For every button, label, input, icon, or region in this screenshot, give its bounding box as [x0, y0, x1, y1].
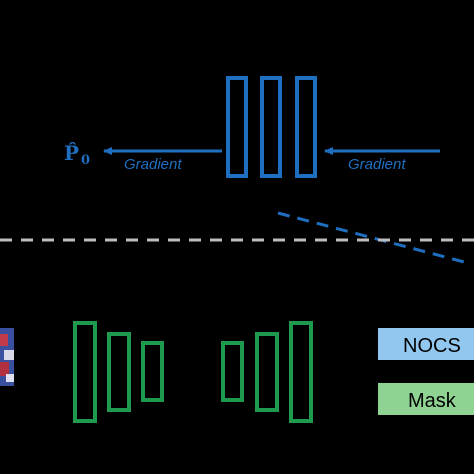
green-decoder-layer-3: [289, 321, 313, 423]
green-encoder-layer-3: [141, 341, 164, 402]
output-symbol-subscript: 0: [81, 153, 90, 168]
left-gradient-label: Gradient: [124, 156, 182, 173]
nocs-output-box: NOCS: [378, 328, 474, 360]
blue-network-block: [226, 76, 317, 178]
input-image-fragment: [0, 328, 14, 386]
green-encoder-layer-2: [107, 332, 131, 412]
green-decoder-layer-2: [255, 332, 279, 412]
mask-output-box: Mask: [378, 383, 474, 415]
diagonal-dashed-arrow: [277, 211, 469, 265]
green-encoder-layer-1: [73, 321, 97, 423]
right-gradient-label: Gradient: [348, 156, 406, 173]
output-symbol-main: P̂: [64, 141, 79, 165]
green-encoder: [73, 321, 164, 423]
blue-layer-1: [226, 76, 248, 178]
blue-layer-2: [260, 76, 282, 178]
nocs-label: NOCS: [403, 335, 461, 357]
green-decoder: [221, 321, 313, 423]
mask-label: Mask: [408, 390, 457, 412]
output-symbol: P̂ 0: [64, 141, 90, 168]
green-decoder-layer-1: [221, 341, 244, 402]
blue-layer-3: [295, 76, 317, 178]
